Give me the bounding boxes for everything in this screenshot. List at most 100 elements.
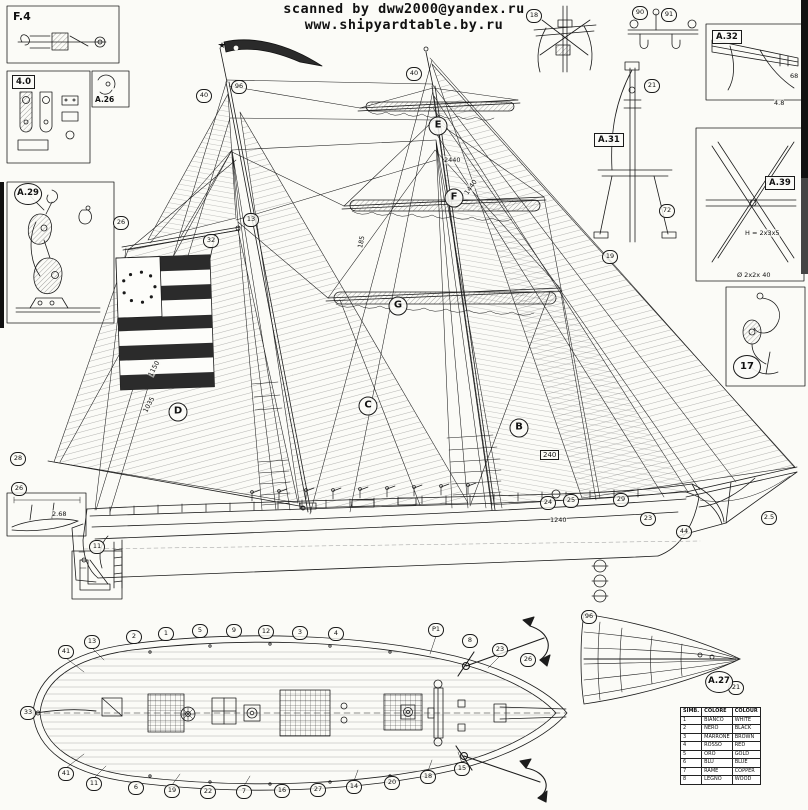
legend-cell: 2 (679, 724, 703, 734)
detail-a26 (97, 74, 116, 95)
detail-rudder-fitting (79, 557, 111, 591)
callout: 15 (454, 762, 470, 776)
callout: 33 (20, 706, 36, 720)
dimension-text: Ø 2x2x 40 (737, 271, 771, 279)
legend-cell: BIANCO (701, 715, 733, 725)
callout: 21 (644, 79, 660, 93)
callout: 7 (236, 785, 252, 799)
callout: 96 (231, 80, 247, 94)
callout: 13 (84, 635, 100, 649)
sail-label: G (388, 296, 408, 316)
dimension-text: 2440 (444, 156, 461, 164)
callout: 72 (659, 204, 675, 218)
detail-a29 (15, 189, 101, 313)
callout: 19 (164, 784, 180, 798)
legend-cell: 7 (679, 766, 703, 776)
legend-header-cell: COLORE (701, 707, 733, 717)
scan-credit-line: scanned by dww2000@yandex.ru (283, 1, 525, 17)
callout: 4 (328, 627, 344, 641)
callout: 13 (243, 213, 259, 227)
detail-horse-fitting (627, 8, 699, 49)
callout: 26 (520, 653, 536, 667)
callout: 40 (406, 67, 422, 81)
callout: 6 (128, 781, 144, 795)
legend-cell: 3 (679, 732, 703, 742)
callout: 27 (310, 783, 326, 797)
pennant (218, 39, 323, 67)
detail-hull-profile (11, 496, 81, 532)
site-url-line: www.shipyardtable.by.ru (304, 17, 504, 33)
detail-label: 4.0 (12, 75, 36, 89)
callout: 91 (661, 8, 677, 22)
legend-cell: WOOD (731, 775, 761, 785)
legend-cell: GOLD (731, 749, 761, 759)
callout: 23 (640, 512, 656, 526)
us-flag (115, 234, 216, 391)
callout: 90 (632, 6, 648, 20)
detail-mast-cap (533, 5, 597, 73)
detail-label: 17 (733, 355, 761, 379)
callout: 2.5 (761, 511, 777, 525)
callout: 41 (58, 767, 74, 781)
sail-label: F (444, 188, 464, 208)
detail-label: A.31 (594, 133, 624, 147)
sail-label: B (509, 418, 529, 438)
callout: 12 (258, 625, 274, 639)
legend-cell: BLU (701, 758, 733, 768)
bowsprit (677, 466, 798, 537)
legend-cell: BLUE (731, 758, 761, 768)
callout: 41 (58, 645, 74, 659)
callout: 25 (563, 494, 579, 508)
legend-header-cell: SIMB. (679, 707, 703, 717)
legend-cell: LEGNO (701, 775, 733, 785)
dimension-text: 1240 (550, 516, 567, 524)
legend-cell: 1 (679, 715, 703, 725)
dimension-text: 240 (540, 450, 560, 460)
callout: 18 (526, 9, 542, 23)
legend-cell: BLACK (731, 724, 761, 734)
legend-cell: 8 (679, 775, 703, 785)
callout: 44 (676, 525, 692, 539)
callout: 1 (158, 627, 174, 641)
callout: 40 (196, 89, 212, 103)
legend-cell: RED (731, 741, 761, 751)
detail-a39 (705, 141, 797, 263)
detail-label: A.32 (712, 30, 742, 44)
callout: 9 (226, 624, 242, 638)
callout: 29 (613, 493, 629, 507)
legend-cell: 5 (679, 749, 703, 759)
detail-label: A.39 (765, 176, 795, 190)
callout: 14 (346, 780, 362, 794)
legend-cell: NERO (701, 724, 733, 734)
legend-cell: WHITE (731, 715, 761, 725)
callout: 26 (11, 482, 27, 496)
callout: 5 (192, 624, 208, 638)
legend-cell: 6 (679, 758, 703, 768)
callout: 23 (492, 643, 508, 657)
legend-cell: RAME (701, 766, 733, 776)
detail-label: A.27 (705, 671, 733, 693)
deck-plan (32, 616, 568, 803)
callout: 3 (292, 626, 308, 640)
callout: 2 (126, 630, 142, 644)
callout: 24 (540, 496, 556, 510)
detail-label: F.4 (13, 10, 31, 23)
callout: P1 (428, 623, 444, 637)
legend-cell: ORO (701, 749, 733, 759)
callout: 8 (462, 634, 478, 648)
callout: 19 (602, 250, 618, 264)
callout: 32 (203, 234, 219, 248)
callout: 20 (384, 776, 400, 790)
anchor-lower (455, 745, 548, 803)
callout: 11 (89, 540, 105, 554)
detail-a27-bow (580, 613, 741, 705)
side-elevation (47, 39, 798, 589)
